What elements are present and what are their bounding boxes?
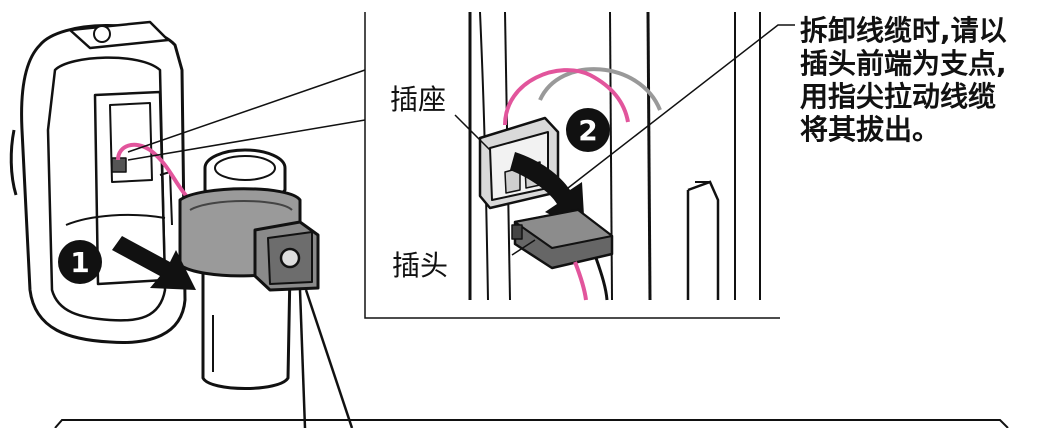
step2-number: 2 xyxy=(578,114,597,147)
step1-number: 1 xyxy=(70,246,89,279)
zoom-panel xyxy=(364,11,780,319)
cable-pink-top xyxy=(503,68,630,126)
plug-leader xyxy=(511,239,536,256)
cable-black xyxy=(594,257,609,301)
device-body xyxy=(9,20,187,344)
instruction-line-3: 用指尖拉动线缆 xyxy=(800,80,997,113)
device-cable-pink xyxy=(116,142,192,202)
instruction-note: 拆卸线缆时,请以 插头前端为支点, 用指尖拉动线缆 将其拔出。 xyxy=(800,14,1035,146)
note-leader xyxy=(567,24,795,189)
instruction-line-1: 拆卸线缆时,请以 xyxy=(800,14,1007,47)
socket-label: 插座 xyxy=(390,83,447,116)
instruction-line-2: 插头前端为支点, xyxy=(800,47,1007,80)
step1-arrow xyxy=(112,236,196,290)
instruction-line-4: 将其拔出。 xyxy=(800,113,941,146)
step1-badge: 1 xyxy=(58,240,102,284)
bottom-frame xyxy=(54,289,1009,428)
cable-gray xyxy=(538,67,662,111)
cable-pink-bottom xyxy=(573,261,588,301)
plug-label: 插头 xyxy=(392,249,449,282)
lamp-module xyxy=(178,148,320,390)
step2-badge: 2 xyxy=(566,108,610,152)
socket-leader xyxy=(454,114,491,151)
plug xyxy=(511,208,614,270)
zoom-leader-lines xyxy=(127,69,366,161)
